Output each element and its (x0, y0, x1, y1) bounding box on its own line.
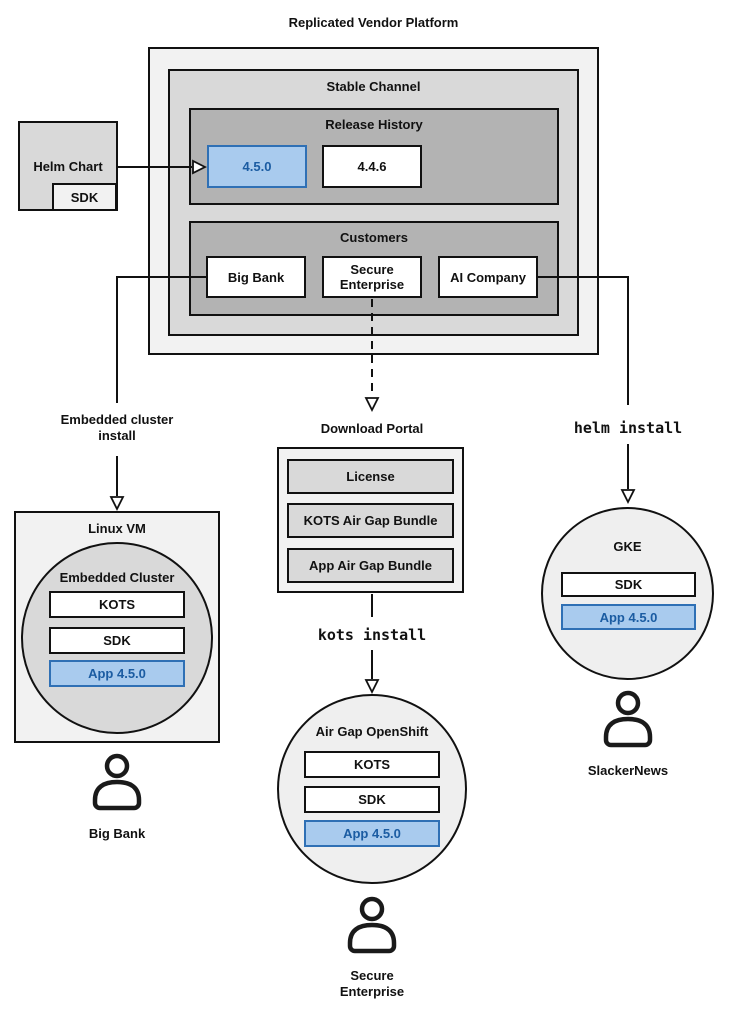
openshift-sdk-box: SDK (304, 786, 440, 813)
airgap-openshift-label: Air Gap OpenShift (315, 724, 429, 739)
slackernews-user-label: SlackerNews (587, 763, 669, 778)
embedded-cluster-install-label: Embedded cluster install (60, 412, 174, 443)
diagram-title: Replicated Vendor Platform (288, 15, 459, 30)
helm-chart-sdk-box: SDK (52, 183, 117, 211)
customer-box-ai-company: AI Company (438, 256, 538, 298)
download-portal-label: Download Portal (320, 421, 424, 436)
release-box-4-4-6: 4.4.6 (322, 145, 422, 188)
secure-enterprise-user-icon (345, 896, 399, 956)
embedded-cluster-label: Embedded Cluster (59, 570, 175, 585)
linux-vm-label: Linux VM (88, 521, 146, 536)
download-portal-arrowhead (364, 397, 380, 413)
release-box-4-5-0: 4.5.0 (207, 145, 307, 188)
customers-label: Customers (340, 230, 408, 245)
openshift-arrowhead (364, 679, 380, 695)
openshift-app-box: App 4.5.0 (304, 820, 440, 847)
embedded-cluster-app-box: App 4.5.0 (49, 660, 185, 687)
kots-install-command: kots install (317, 626, 427, 644)
release-history-label: Release History (325, 117, 423, 132)
portal-kots-airgap-bundle-box: KOTS Air Gap Bundle (287, 503, 454, 538)
gke-label: GKE (613, 539, 642, 554)
customer-box-big-bank: Big Bank (206, 256, 306, 298)
portal-app-airgap-bundle-box: App Air Gap Bundle (287, 548, 454, 583)
gke-arrowhead (620, 489, 636, 505)
secure-enterprise-user-label: Secure Enterprise (339, 968, 405, 999)
openshift-kots-box: KOTS (304, 751, 440, 778)
gke-sdk-box: SDK (561, 572, 696, 597)
big-bank-user-label: Big Bank (88, 826, 146, 841)
slackernews-user-icon (601, 690, 655, 750)
stable-channel-label: Stable Channel (326, 79, 421, 94)
linux-vm-arrowhead (109, 496, 125, 512)
gke-app-box: App 4.5.0 (561, 604, 696, 630)
helm-install-command: helm install (573, 419, 683, 437)
customer-box-secure-enterprise: Secure Enterprise (322, 256, 422, 298)
big-bank-user-icon (90, 753, 144, 813)
embedded-cluster-sdk-box: SDK (49, 627, 185, 654)
embedded-cluster-kots-box: KOTS (49, 591, 185, 618)
helm-chart-label: Helm Chart (33, 159, 103, 174)
portal-license-box: License (287, 459, 454, 494)
